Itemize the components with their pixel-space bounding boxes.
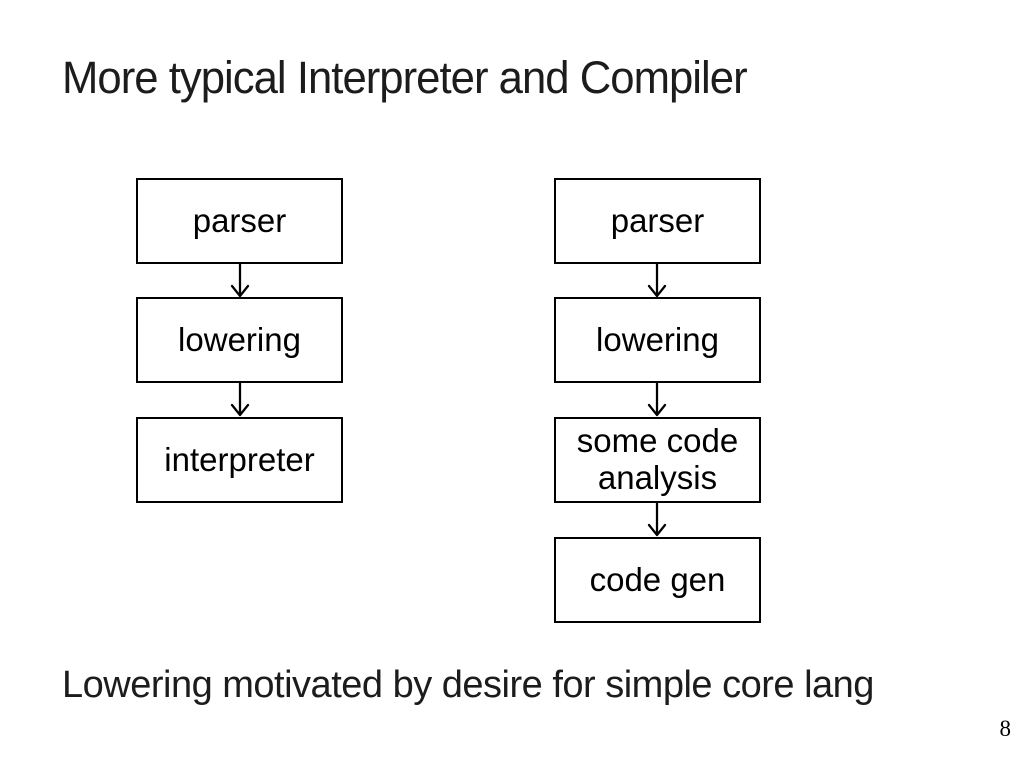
down-arrow-icon xyxy=(230,262,250,298)
box-label: parser xyxy=(192,201,287,239)
interpreter-pipeline-box-interpreter: interpreter xyxy=(136,417,343,503)
down-arrow-icon xyxy=(230,381,250,417)
slide-title: More typical Interpreter and Compiler xyxy=(62,52,748,103)
box-label: some code analysis xyxy=(576,422,739,496)
down-arrow-icon xyxy=(647,262,667,298)
compiler-pipeline-box-code-gen: code gen xyxy=(554,537,761,623)
compiler-pipeline-box-parser: parser xyxy=(554,178,761,264)
compiler-pipeline-box-some-code-analysis: some code analysis xyxy=(554,417,761,503)
interpreter-pipeline-box-parser: parser xyxy=(136,178,343,264)
box-label: lowering xyxy=(178,320,301,358)
page-number: 8 xyxy=(999,716,1012,741)
compiler-pipeline-box-lowering: lowering xyxy=(554,297,761,383)
box-label: code gen xyxy=(589,560,726,598)
down-arrow-icon xyxy=(647,501,667,537)
down-arrow-icon xyxy=(647,381,667,417)
slide-footnote: Lowering motivated by desire for simple … xyxy=(62,664,874,706)
interpreter-pipeline-box-lowering: lowering xyxy=(136,297,343,383)
box-label: parser xyxy=(610,201,705,239)
box-label: lowering xyxy=(596,320,719,358)
box-label: interpreter xyxy=(164,440,315,478)
